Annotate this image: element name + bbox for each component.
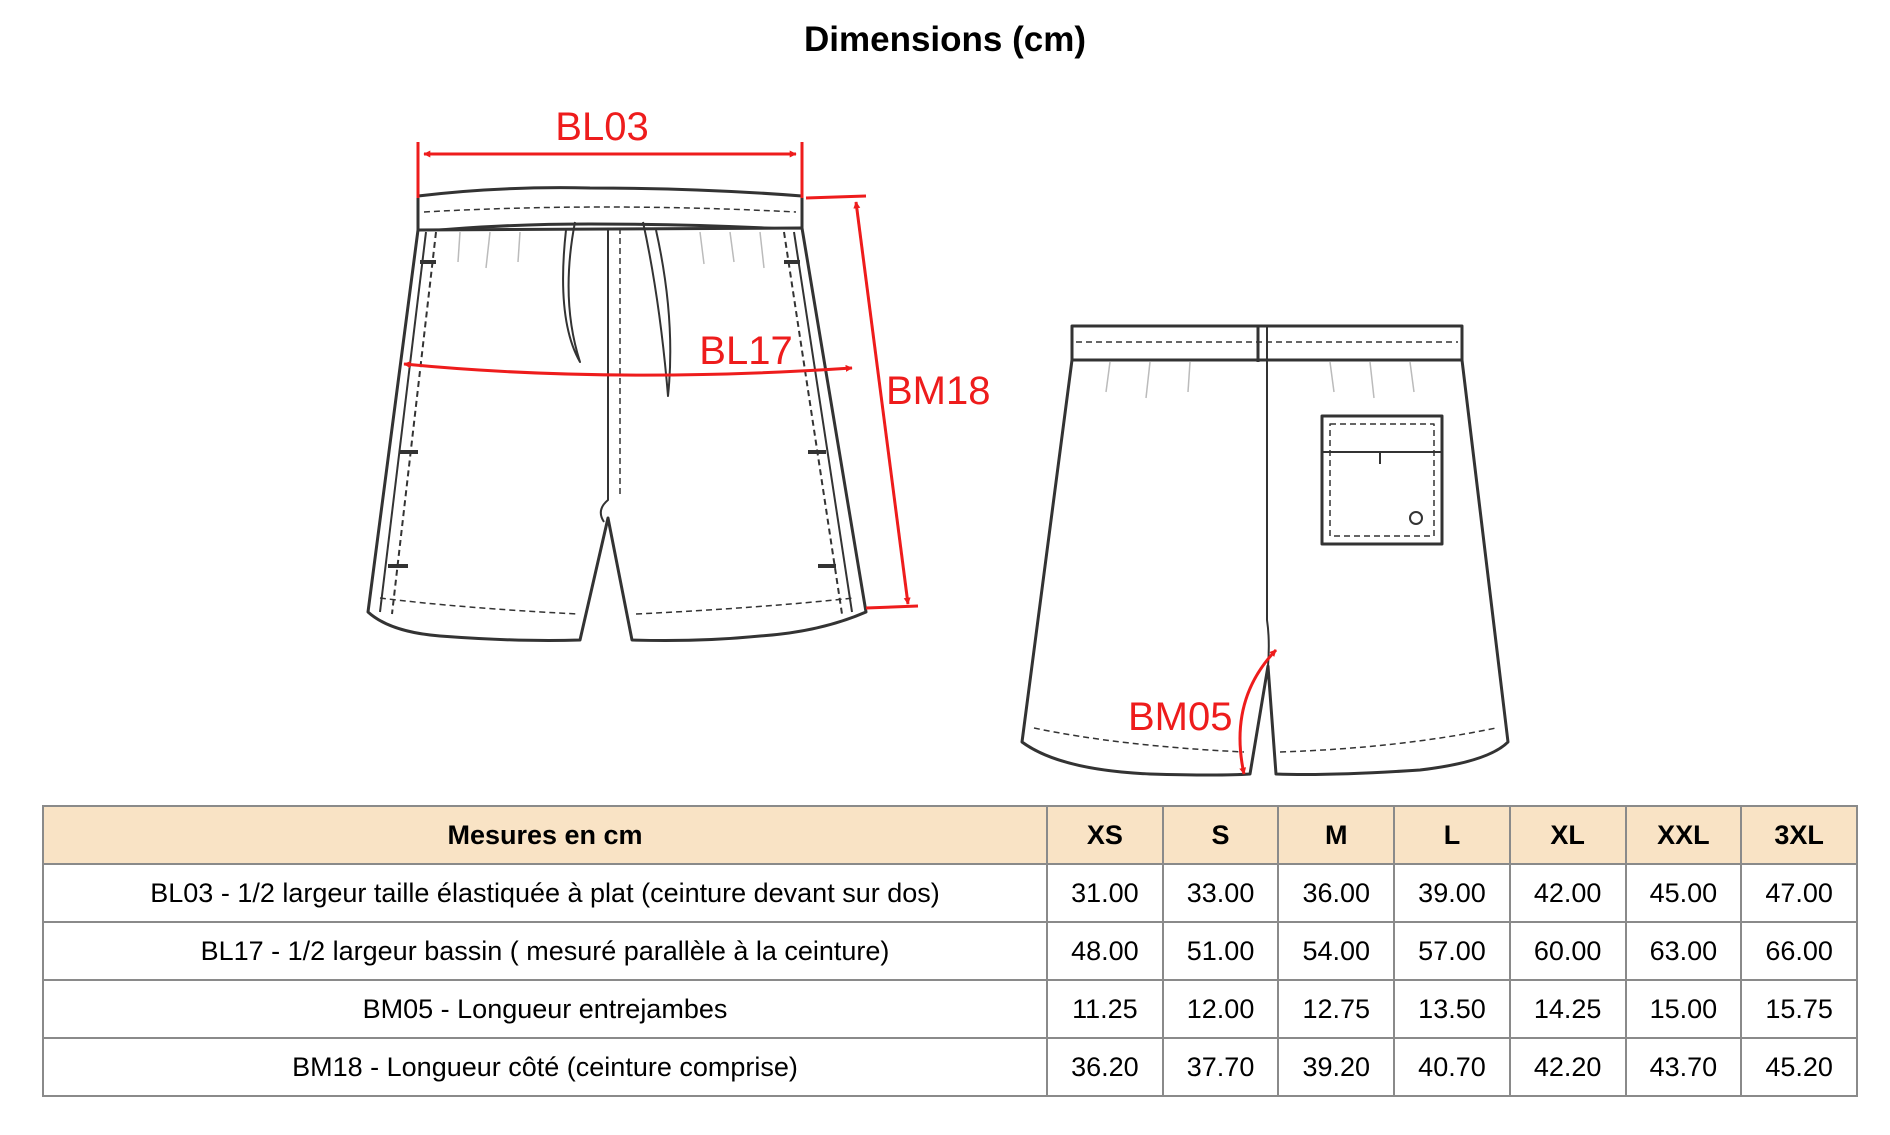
page-title: Dimensions (cm) bbox=[804, 20, 1086, 59]
table-cell: 43.70 bbox=[1624, 1037, 1743, 1097]
table-cell: 57.00 bbox=[1393, 921, 1511, 981]
table-cell: 31.00 bbox=[1046, 863, 1164, 923]
table-cell: 45.20 bbox=[1740, 1037, 1858, 1097]
table-cell: 13.50 bbox=[1393, 979, 1511, 1039]
table-cell: 42.20 bbox=[1508, 1037, 1627, 1097]
table-cell: 48.00 bbox=[1046, 921, 1164, 981]
bl17-measurement bbox=[403, 361, 853, 377]
table-cell: 14.25 bbox=[1508, 979, 1627, 1039]
table-cell: 66.00 bbox=[1740, 921, 1858, 981]
header-size: XL bbox=[1508, 805, 1627, 865]
shorts-diagram: BL03 BL17 BM18 BM05 bbox=[366, 105, 1510, 777]
row-label: BL03 - 1/2 largeur taille élastiquée à p… bbox=[42, 863, 1048, 923]
bm05-measurement bbox=[1238, 648, 1278, 775]
bm18-label: BM18 bbox=[886, 369, 991, 413]
table-cell: 60.00 bbox=[1508, 921, 1627, 981]
table-cell: 37.70 bbox=[1161, 1037, 1280, 1097]
header-label: Mesures en cm bbox=[42, 805, 1048, 865]
header-size: XXL bbox=[1624, 805, 1743, 865]
bl17-label: BL17 bbox=[699, 329, 792, 373]
table-header-row: Mesures en cm XS S M L XL XXL 3XL bbox=[42, 805, 1858, 865]
table-cell: 40.70 bbox=[1393, 1037, 1511, 1097]
table-cell: 12.75 bbox=[1277, 979, 1396, 1039]
row-label: BL17 - 1/2 largeur bassin ( mesuré paral… bbox=[42, 921, 1048, 981]
header-size: L bbox=[1393, 805, 1511, 865]
bm18-measurement bbox=[805, 194, 919, 610]
table-cell: 54.00 bbox=[1277, 921, 1396, 981]
table-row: BL17 - 1/2 largeur bassin ( mesuré paral… bbox=[42, 921, 1858, 981]
table-cell: 47.00 bbox=[1740, 863, 1858, 923]
header-size: M bbox=[1277, 805, 1396, 865]
table-cell: 39.00 bbox=[1393, 863, 1511, 923]
table-row: BM05 - Longueur entrejambes 11.25 12.00 … bbox=[42, 979, 1858, 1039]
size-chart-table: Mesures en cm XS S M L XL XXL 3XL BL03 -… bbox=[42, 805, 1858, 1097]
table-cell: 33.00 bbox=[1161, 863, 1280, 923]
table-cell: 36.20 bbox=[1046, 1037, 1164, 1097]
table-cell: 51.00 bbox=[1161, 921, 1280, 981]
bl03-measurement bbox=[416, 142, 804, 198]
table-cell: 39.20 bbox=[1277, 1037, 1396, 1097]
header-size: XS bbox=[1046, 805, 1164, 865]
header-size: S bbox=[1161, 805, 1280, 865]
header-size: 3XL bbox=[1740, 805, 1858, 865]
bm05-label: BM05 bbox=[1128, 695, 1233, 739]
table-cell: 11.25 bbox=[1046, 979, 1164, 1039]
table-cell: 63.00 bbox=[1624, 921, 1743, 981]
table-cell: 45.00 bbox=[1624, 863, 1743, 923]
table-row: BM18 - Longueur côté (ceinture comprise)… bbox=[42, 1037, 1858, 1097]
front-shorts-drawing bbox=[366, 186, 868, 642]
table-row: BL03 - 1/2 largeur taille élastiquée à p… bbox=[42, 863, 1858, 923]
table-cell: 15.75 bbox=[1740, 979, 1858, 1039]
table-cell: 36.00 bbox=[1277, 863, 1396, 923]
table-cell: 12.00 bbox=[1161, 979, 1280, 1039]
row-label: BM18 - Longueur côté (ceinture comprise) bbox=[42, 1037, 1048, 1097]
bl03-label: BL03 bbox=[555, 105, 648, 149]
table-cell: 15.00 bbox=[1624, 979, 1743, 1039]
row-label: BM05 - Longueur entrejambes bbox=[42, 979, 1048, 1039]
table-cell: 42.00 bbox=[1508, 863, 1627, 923]
back-shorts-drawing bbox=[1020, 324, 1510, 777]
